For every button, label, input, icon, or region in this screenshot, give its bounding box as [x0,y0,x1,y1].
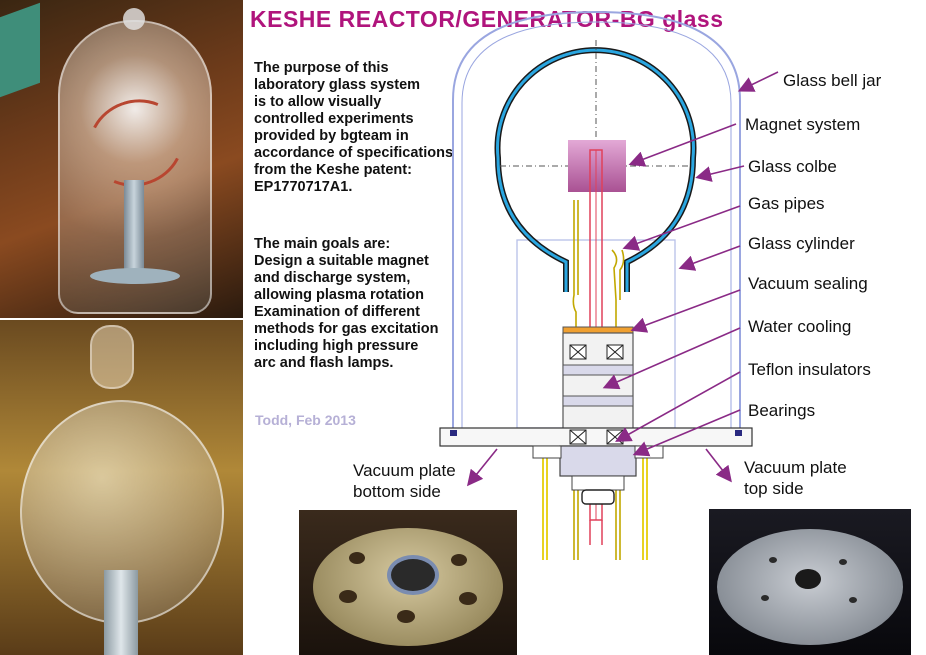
glass-bell-jar-inner [461,21,732,430]
label-vacuum-plate-bottom-line2: bottom side [353,482,441,501]
photo-vacuum-plate-bottom [299,510,517,655]
plate-center-hole [795,569,821,589]
page-title: KESHE REACTOR/GENERATOR-BG glass [250,6,724,32]
plate-hole [849,597,857,603]
glass-bell-jar-outline [452,10,741,430]
plate-hole [349,552,365,564]
photo-bell-jar-lit [0,0,243,318]
plate-hole [839,559,847,565]
intro-paragraph: The purpose of this laboratory glass sys… [254,60,454,195]
colbe-pipe-shape [104,570,138,655]
plate-center-hole [387,555,439,595]
plate-hole [459,592,477,605]
vacuum-plate [439,427,753,447]
label-vacuum-plate-top: Vacuum plate top side [744,457,847,499]
label-glass-bell-jar: Glass bell jar [783,71,882,90]
stem-shape [124,180,144,270]
label-vacuum-plate-bottom: Vacuum plate bottom side [353,460,456,502]
callout-arrows [466,71,779,487]
gas-pipe-left [572,200,579,560]
gas-pipe-right [611,249,625,560]
plate-hole [451,554,467,566]
colbe-neck-shape [90,325,134,389]
lower-bearing-block [559,445,637,477]
label-glass-cylinder: Glass cylinder [748,234,855,253]
label-gas-pipes: Gas pipes [748,194,825,213]
plate-hole [769,557,777,563]
label-magnet-system: Magnet system [745,115,861,134]
label-water-cooling: Water cooling [748,317,852,336]
pulley-wheel [581,489,615,505]
base-shape [90,268,180,284]
label-vacuum-plate-top-line1: Vacuum plate [744,458,847,477]
author-credit: Todd, Feb 2013 [255,412,356,428]
gas-pipe-outer-right [642,455,648,560]
label-teflon-insulators: Teflon insulators [748,360,871,379]
label-bearings: Bearings [748,401,816,420]
plate-hole [761,595,769,601]
plate-hole [339,590,357,603]
photo-vacuum-plate-top [709,509,911,655]
gas-pipe-outer-left [542,455,548,560]
label-glass-colbe: Glass colbe [748,157,837,176]
photo-glass-colbe [0,320,243,655]
label-vacuum-sealing: Vacuum sealing [748,274,868,293]
goals-paragraph: The main goals are: Design a suitable ma… [254,236,439,371]
vacuum-sealing-ring [562,326,634,334]
plate-hole [397,610,415,623]
label-vacuum-plate-top-line2: top side [744,479,804,498]
knob-shape [123,8,145,30]
label-vacuum-plate-bottom-line1: Vacuum plate [353,461,456,480]
magnet-block [568,140,626,192]
